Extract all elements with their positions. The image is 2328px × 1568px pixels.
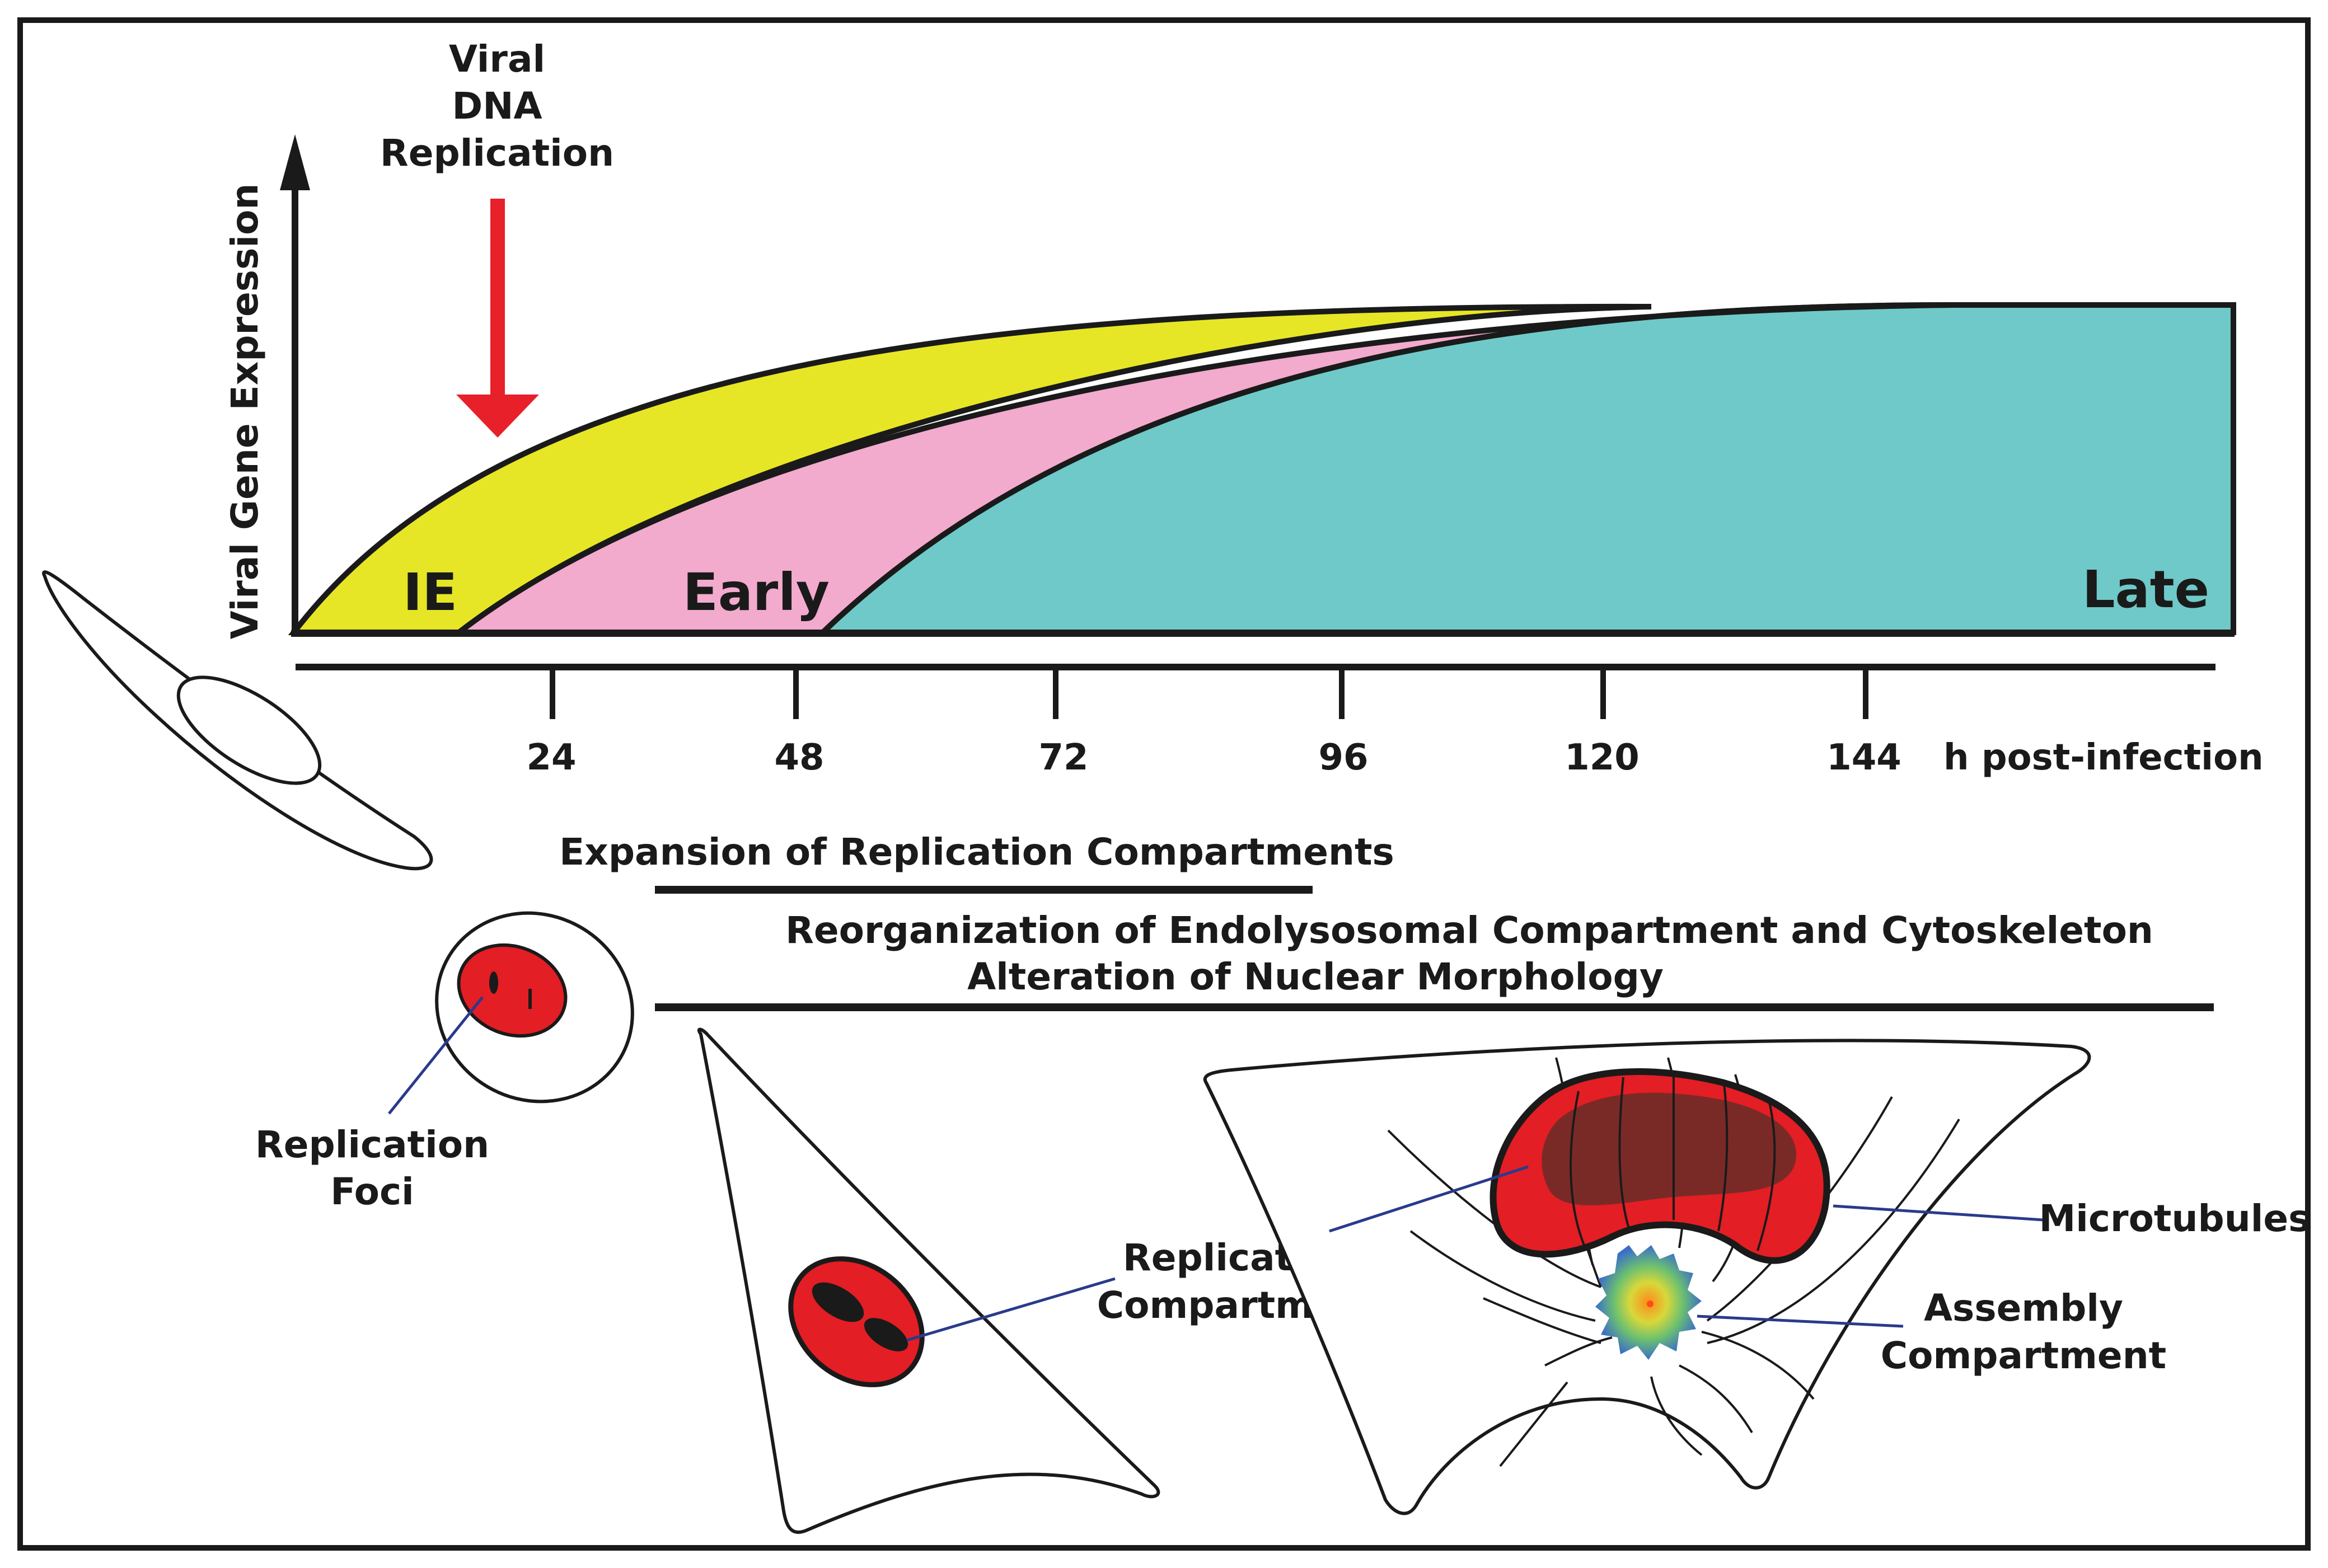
tick-label-144: 144	[1826, 737, 1901, 778]
arrow-label-line2: DNA	[452, 84, 542, 128]
stage-label-late: Late	[2082, 560, 2209, 619]
uninfected-cell	[42, 570, 433, 871]
ac-label-line1: Assembly	[1924, 1287, 2123, 1330]
assembly-compartment-center	[1647, 1301, 1654, 1307]
stage-label-early: Early	[683, 562, 830, 622]
nucleus-microtubule-lines	[1570, 1074, 1776, 1251]
rounded-cell	[435, 911, 634, 1104]
stage-label-ie: IE	[403, 562, 457, 622]
tick-label-72: 72	[1038, 737, 1088, 778]
foci-leader-line	[388, 996, 484, 1115]
y-axis-label: Viral Gene Expression	[223, 184, 266, 640]
arrow-label-line3: Replication	[380, 132, 614, 175]
time-axis-ticks	[550, 667, 1868, 719]
triangular-cell-outline	[697, 1027, 1160, 1534]
arrow-label-line1: Viral	[449, 37, 545, 81]
tick-label-96: 96	[1318, 737, 1368, 778]
replication-arrow-head	[456, 395, 539, 438]
rc-leader-line	[906, 1277, 1116, 1342]
ac-label-line2: Compartment	[1881, 1334, 2167, 1377]
elongated-cell-nucleus	[176, 675, 322, 785]
time-axis-unit-label: h post-infection	[1943, 737, 2264, 778]
microtubules-leader-line	[1833, 1204, 2044, 1222]
y-axis-arrowhead	[280, 134, 310, 190]
late-stage-cell	[1203, 1039, 2091, 1515]
replication-compartment-blob-1	[812, 1282, 864, 1322]
phase-reorg-label-line2: Alteration of Nuclear Morphology	[967, 955, 1664, 998]
replication-arrow-shaft	[490, 199, 505, 400]
foci-label-line1: Replication	[255, 1123, 489, 1166]
foci-label-line2: Foci	[330, 1170, 414, 1213]
rc-nucleus-leader-line	[1329, 1165, 1529, 1233]
replication-compartment-blob-2	[864, 1318, 908, 1351]
microtubules-label: Microtubules	[2039, 1197, 2311, 1240]
tick-label-48: 48	[774, 737, 824, 778]
phase-reorg-label-line1: Reorganization of Endolysosomal Compartm…	[785, 909, 2153, 952]
triangular-cell	[697, 1027, 1160, 1534]
early-expression-area	[451, 302, 1954, 635]
ac-leader-line	[1697, 1315, 1904, 1328]
ie-expression-area	[288, 303, 1652, 635]
replication-focus-1	[489, 971, 498, 994]
tick-label-24: 24	[526, 737, 576, 778]
nucleus-dark-region	[1542, 1092, 1797, 1205]
phase-expansion-label: Expansion of Replication Compartments	[559, 830, 1394, 874]
figure-border	[17, 17, 2311, 1551]
rounded-cell-nucleus	[457, 943, 568, 1038]
tick-label-120: 120	[1565, 737, 1640, 778]
